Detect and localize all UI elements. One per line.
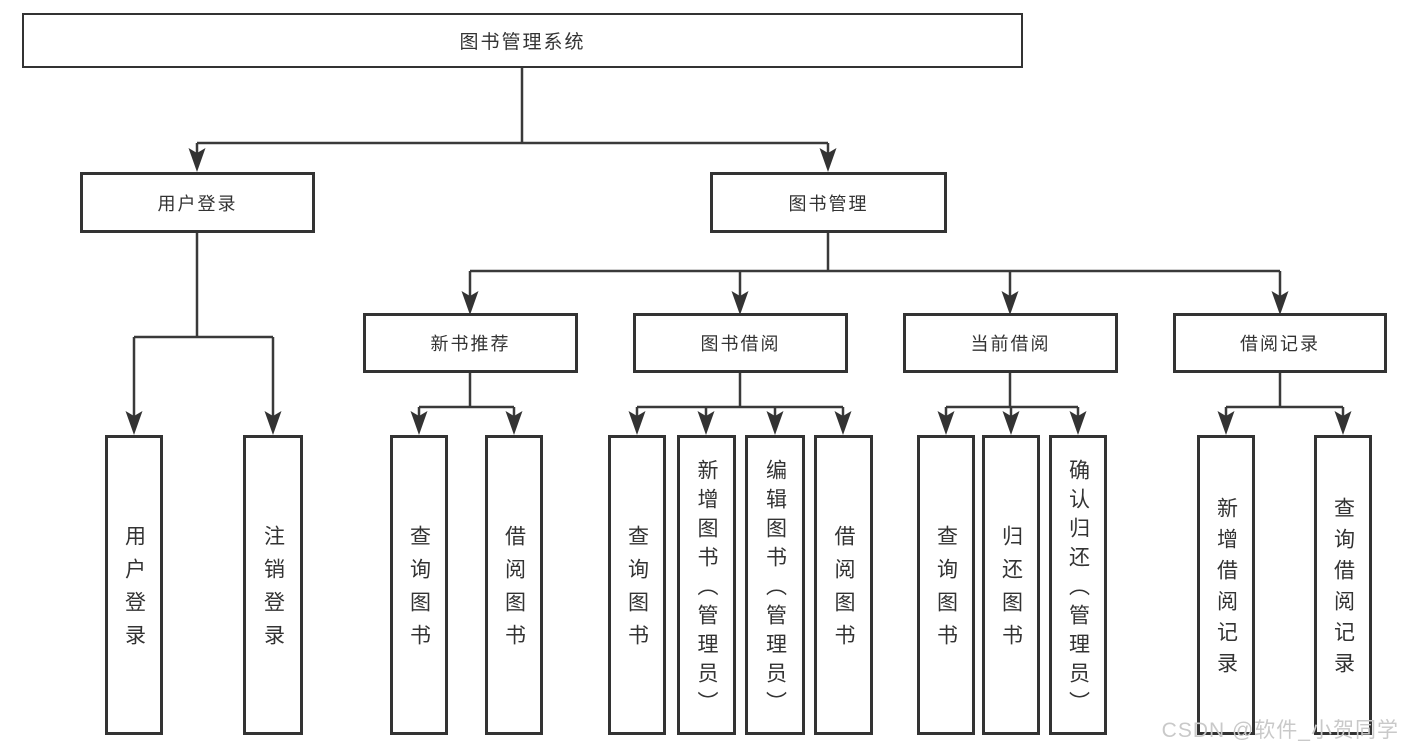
arrow-down-icon (937, 411, 955, 435)
leaf-borrow-books-label: 借阅图书 (832, 525, 855, 657)
node-user-login-label: 用户登录 (157, 193, 238, 214)
leaf-add-book-admin: 新增图书（管理员） (677, 435, 736, 735)
arrow-down-icon (1217, 411, 1235, 435)
node-borrow-records-label: 借阅记录 (1240, 334, 1320, 354)
arrow-down-icon (505, 411, 523, 435)
arrow-down-icon (1069, 411, 1087, 435)
leaf-query-borrow-record: 查询借阅记录 (1314, 435, 1372, 735)
node-user-login: 用户登录 (80, 172, 315, 233)
arrow-down-icon (188, 148, 206, 172)
arrow-down-icon (264, 411, 282, 435)
arrow-down-icon (766, 411, 784, 435)
arrow-down-icon (731, 291, 749, 315)
node-current-borrow-label: 当前借阅 (970, 334, 1051, 354)
node-new-book-recommend-label: 新书推荐 (430, 334, 511, 354)
node-root: 图书管理系统 (22, 13, 1023, 68)
arrow-down-icon (1001, 291, 1019, 315)
node-book-borrow-label: 图书借阅 (700, 334, 781, 354)
arrow-down-icon (834, 411, 852, 435)
node-new-book-recommend: 新书推荐 (363, 313, 578, 373)
leaf-borrow-books-recommend-label: 借阅图书 (502, 525, 526, 657)
leaf-user-login-label: 用户登录 (122, 525, 146, 657)
arrow-down-icon (628, 411, 646, 435)
node-borrow-records: 借阅记录 (1173, 313, 1387, 373)
leaf-logout-label: 注销登录 (261, 525, 285, 657)
leaf-borrow-books: 借阅图书 (814, 435, 873, 735)
leaf-return-book-label: 归还图书 (999, 525, 1023, 657)
arrow-down-icon (410, 411, 428, 435)
arrow-down-icon (1334, 411, 1352, 435)
leaf-query-books-recommend: 查询图书 (390, 435, 448, 735)
arrow-down-icon (1271, 291, 1289, 315)
watermark: CSDN @软件_小贺同学 (1161, 719, 1399, 742)
leaf-edit-book-admin: 编辑图书（管理员） (745, 435, 805, 735)
leaf-query-books-recommend-label: 查询图书 (407, 525, 431, 657)
leaf-query-books-borrow-label: 查询图书 (625, 525, 649, 657)
leaf-query-books-borrow: 查询图书 (608, 435, 666, 735)
node-current-borrow: 当前借阅 (903, 313, 1118, 373)
leaf-confirm-return-admin: 确认归还（管理员） (1049, 435, 1107, 735)
leaf-query-borrow-record-label: 查询借阅记录 (1331, 497, 1355, 683)
leaf-query-books-current: 查询图书 (917, 435, 975, 735)
leaf-query-books-current-label: 查询图书 (934, 525, 958, 657)
leaf-edit-book-admin-label: 编辑图书（管理员） (763, 458, 787, 720)
leaf-logout: 注销登录 (243, 435, 303, 735)
arrow-down-icon (819, 148, 837, 172)
arrow-down-icon (461, 291, 479, 315)
leaf-confirm-return-admin-label: 确认归还（管理员） (1066, 458, 1090, 720)
leaf-user-login: 用户登录 (105, 435, 163, 735)
arrow-down-icon (697, 411, 715, 435)
node-root-label: 图书管理系统 (459, 32, 586, 53)
leaf-add-borrow-record: 新增借阅记录 (1197, 435, 1255, 735)
arrow-down-icon (125, 411, 143, 435)
leaf-add-book-admin-label: 新增图书（管理员） (695, 458, 718, 720)
leaf-borrow-books-recommend: 借阅图书 (485, 435, 543, 735)
leaf-return-book: 归还图书 (982, 435, 1040, 735)
node-book-management-label: 图书管理 (788, 193, 869, 214)
node-book-management: 图书管理 (710, 172, 947, 233)
arrow-down-icon (1002, 411, 1020, 435)
node-book-borrow: 图书借阅 (633, 313, 848, 373)
leaf-add-borrow-record-label: 新增借阅记录 (1214, 497, 1238, 683)
